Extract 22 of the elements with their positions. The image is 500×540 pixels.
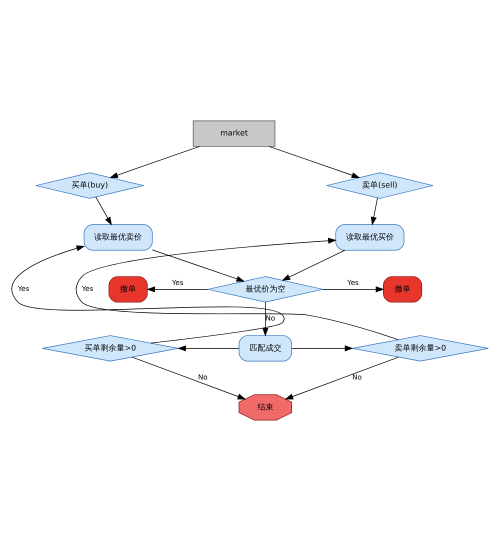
edge-label: Yes: [82, 284, 94, 293]
arrow: [370, 197, 378, 225]
arrow: [152, 249, 245, 282]
arrow: [322, 286, 384, 292]
arrow: [291, 344, 354, 351]
arrow: [109, 146, 200, 178]
arrow: [95, 196, 112, 226]
arrow: [76, 237, 399, 340]
edge-label: Yes: [347, 278, 359, 287]
arrow: [284, 356, 399, 399]
arrow: [132, 356, 246, 399]
edge-label: Yes: [172, 278, 184, 287]
arrow: [268, 146, 360, 178]
edge-label: No: [198, 372, 208, 382]
arrow: [177, 344, 240, 351]
edge-label: Yes: [18, 284, 30, 293]
arrow: [282, 249, 346, 280]
edge-label: No: [352, 372, 362, 382]
arrow: [146, 286, 208, 292]
edge-label: No: [266, 313, 276, 322]
arrow: [262, 301, 268, 336]
arrow: [11, 244, 285, 343]
